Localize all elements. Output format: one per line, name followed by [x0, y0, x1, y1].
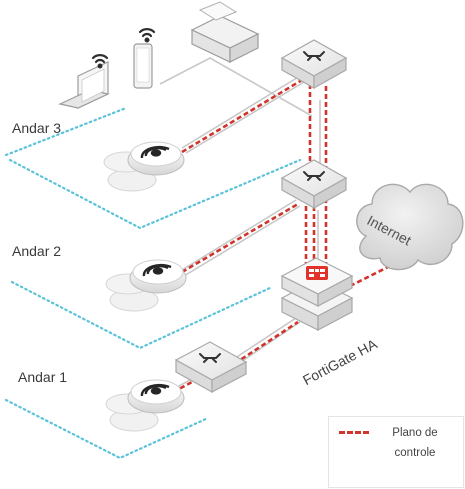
access-point-floor-2 [105, 259, 187, 312]
floor-3-outline-lower [8, 158, 302, 230]
floor-2-label: Andar 2 [12, 243, 62, 259]
switch-icon [303, 51, 325, 61]
fortigate-pair [280, 257, 354, 331]
access-point-floor-3 [103, 141, 185, 192]
floor-3-outline [4, 106, 128, 157]
legend-label: Plano de controle [392, 427, 438, 459]
phone-icon [133, 43, 153, 89]
switch-floor-1 [174, 341, 248, 394]
floor-1-outline [4, 398, 210, 460]
access-point-icon [140, 383, 170, 397]
cloud-icon [356, 183, 464, 271]
printer-icon [190, 1, 260, 63]
switch-floor-3 [280, 39, 348, 90]
phone-wifi-icon [138, 28, 156, 43]
switch-icon [303, 171, 325, 181]
floor-outlines [4, 106, 302, 460]
switch-floor-2 [280, 159, 348, 210]
switch-icon [199, 353, 221, 363]
laptop-icon [58, 61, 110, 109]
access-point-floor-1 [105, 379, 185, 432]
access-point-icon [140, 145, 170, 159]
floor-2-outline [10, 280, 272, 350]
floor-3-label: Andar 3 [12, 120, 62, 136]
access-point-icon [142, 263, 172, 277]
network-links [159, 57, 321, 393]
legend: Plano de controle [328, 416, 464, 488]
legend-dashed-line [339, 431, 369, 434]
fortigate-icon [306, 266, 328, 280]
wifi-icon [91, 54, 109, 69]
floor-1-label: Andar 1 [18, 369, 68, 385]
